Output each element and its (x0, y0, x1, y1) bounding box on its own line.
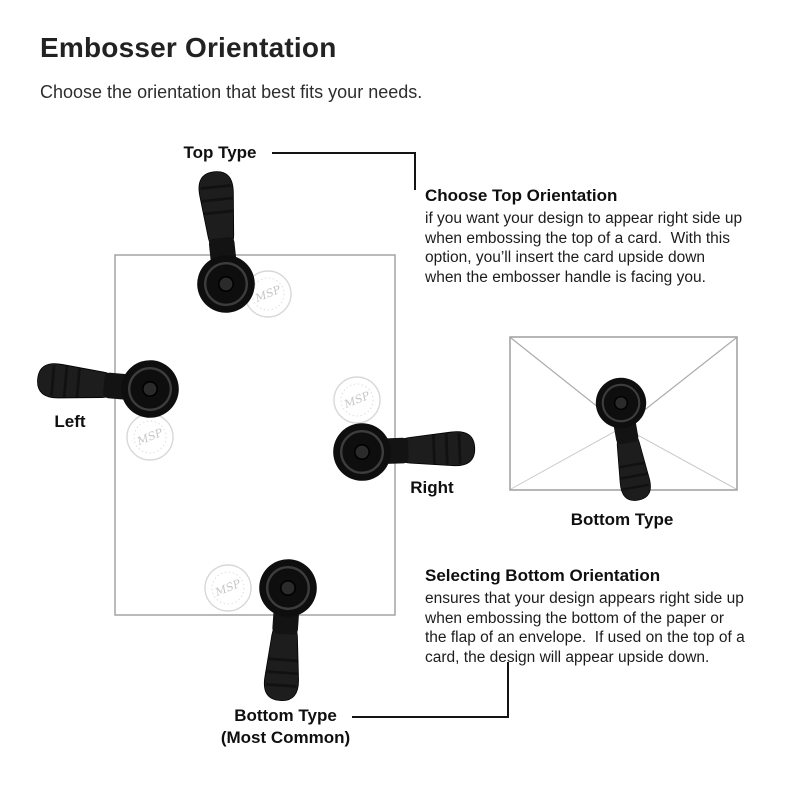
body-text-line: when embossing the top of a card. With t… (425, 229, 730, 247)
top-orientation-body: if you want your design to appear right … (425, 209, 742, 287)
left-label: Left (54, 412, 86, 431)
bottom-type-label: Bottom Type (Most Common) (198, 705, 373, 749)
connector-top-line (272, 152, 416, 190)
body-text-line: when the embosser handle is facing you. (425, 268, 706, 286)
connector-bottom-line (352, 662, 509, 718)
body-text-line: when embossing the bottom of the paper o… (425, 609, 724, 627)
envelope-bottom-type-label: Bottom Type (570, 510, 674, 529)
bottom-type-label-line1: Bottom Type (234, 706, 337, 725)
top-orientation-heading: Choose Top Orientation (425, 186, 618, 205)
body-text-line: ensures that your design appears right s… (425, 590, 744, 607)
bottom-orientation-heading: Selecting Bottom Orientation (425, 566, 661, 585)
body-text-line: option, you’ll insert the card upside do… (425, 249, 706, 266)
embosser-bottom (250, 555, 321, 704)
bottom-orientation-body: ensures that your design appears right s… (425, 589, 745, 667)
embosser-right (330, 417, 478, 484)
bottom-type-label-line2: (Most Common) (220, 728, 351, 747)
right-label: Right (410, 478, 454, 497)
body-text-line: card, the design will appear upside down… (425, 648, 710, 666)
body-text-line: the flap of an envelope. If used on the … (425, 629, 745, 646)
top-type-label: Top Type (183, 143, 257, 162)
page-title: Embosser Orientation (40, 32, 337, 63)
page-subtitle: Choose the orientation that best fits yo… (40, 82, 423, 102)
body-text-line: if you want your design to appear right … (425, 210, 743, 227)
